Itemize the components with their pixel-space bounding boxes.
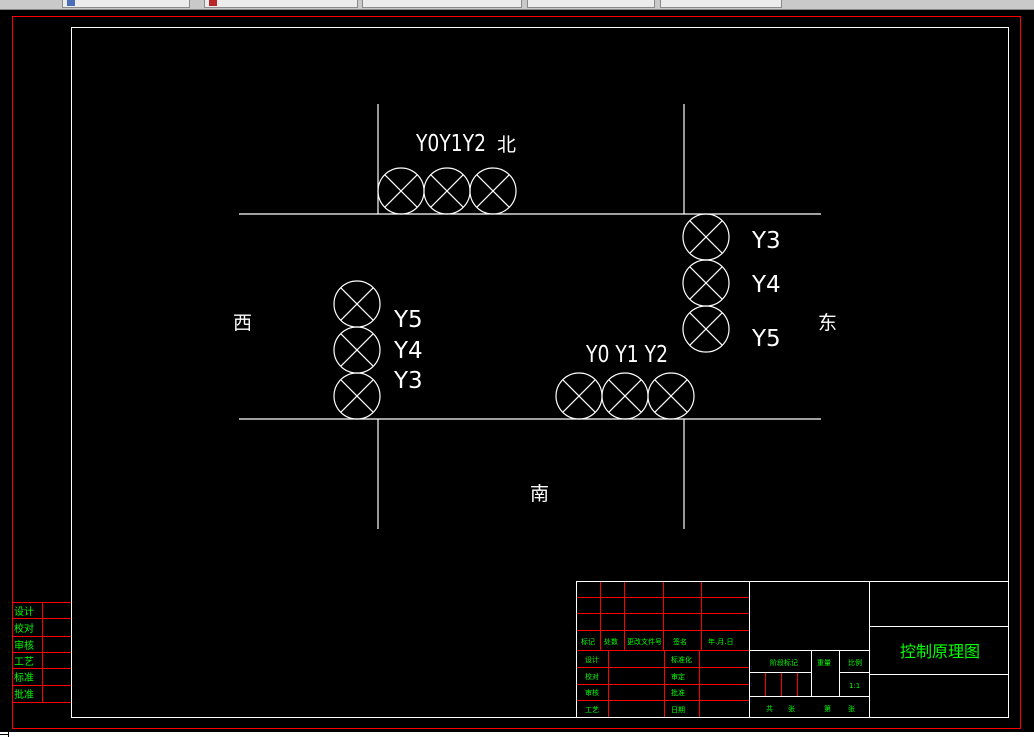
revision-header-file: 更改文件号 [627, 637, 662, 646]
sign-label-check: 校对 [585, 672, 599, 681]
lamp-north-y1 [423, 167, 471, 215]
lamp-north-y2 [469, 167, 517, 215]
stage-label-scale: 比例 [848, 658, 862, 667]
strip-label-design: 设计 [14, 605, 34, 618]
east-direction-label: 东 [818, 312, 837, 334]
revision-header-mark: 标记 [581, 637, 595, 646]
sign-label-standardize: 标准化 [671, 655, 692, 664]
south-group-label: Y0 Y1 Y2 [585, 342, 668, 368]
north-direction-label: 北 [497, 134, 516, 156]
lamp-east-y3 [682, 213, 730, 261]
drawing-frame [71, 27, 1009, 718]
strip-label-approve: 批准 [14, 688, 34, 701]
strip-label-standard: 标准 [14, 672, 34, 684]
document-tab-1[interactable] [62, 0, 190, 8]
west-light-label-1: Y5 [393, 307, 423, 333]
east-light-label-1: Y3 [751, 228, 781, 254]
stage-label-mark: 阶段标记 [770, 658, 798, 667]
sign-label-verify: 审定 [671, 672, 685, 681]
diagram-labels: Y0Y1Y2 北 Y0 Y1 Y2 Y3 Y4 Y5 Y5 Y4 Y3 东 西 … [233, 131, 837, 505]
crosshair-cursor-icon [0, 732, 12, 737]
sheet-border-outer [12, 16, 1021, 729]
command-line-strip [0, 732, 1034, 737]
document-tab-3[interactable] [362, 0, 522, 8]
lamp-south-y2 [647, 372, 695, 420]
sheet-label-number: 第 [824, 704, 831, 713]
sheet-label-total: 共 [766, 704, 773, 713]
strip-label-review: 审核 [14, 639, 34, 652]
north-group-label: Y0Y1Y2 [415, 131, 486, 157]
top-toolbar [0, 0, 1034, 10]
drawing-title: 控制原理图 [900, 642, 980, 661]
document-tab-4[interactable] [527, 0, 655, 8]
document-tab-5[interactable] [660, 0, 782, 8]
title-block: 标记 处数 更改文件号 签名 年.月.日 设计 校对 审核 工艺 标准化 审定 … [576, 581, 1009, 718]
intersection-roads [239, 104, 821, 529]
lamp-west-y3 [333, 372, 381, 420]
west-light-label-3: Y3 [393, 368, 423, 394]
traffic-lights [333, 167, 730, 420]
lamp-west-y4 [333, 326, 381, 374]
sheet-border [12, 16, 1021, 729]
strip-label-check: 校对 [14, 622, 34, 635]
revision-header-count: 处数 [604, 637, 618, 646]
document-tab-2[interactable] [204, 0, 358, 8]
sign-label-design: 设计 [585, 655, 599, 664]
revision-header-date: 年.月.日 [708, 637, 733, 646]
revision-header-sign: 签名 [673, 637, 687, 646]
sheet-label-total-unit: 张 [788, 704, 795, 713]
lamp-north-y0 [377, 167, 425, 215]
sign-label-review: 审核 [585, 688, 599, 697]
south-direction-label: 南 [530, 483, 549, 505]
lamp-south-y0 [555, 372, 603, 420]
sign-label-process: 工艺 [585, 706, 599, 714]
scale-value: 1:1 [849, 682, 860, 690]
sheet-label-number-unit: 张 [848, 704, 855, 713]
lamp-east-y4 [682, 259, 730, 307]
east-light-label-3: Y5 [751, 326, 781, 352]
left-signature-strip: 设计 校对 审核 工艺 标准 批准 [13, 602, 71, 703]
lamp-east-y5 [682, 305, 730, 353]
drawing-canvas: Y0Y1Y2 北 Y0 Y1 Y2 Y3 Y4 Y5 Y5 Y4 Y3 东 西 … [12, 16, 1021, 729]
lamp-west-y5 [333, 280, 381, 328]
stage-label-weight: 重量 [817, 659, 831, 667]
document-icon [67, 0, 75, 6]
east-light-label-2: Y4 [751, 272, 781, 298]
west-light-label-2: Y4 [393, 338, 423, 364]
lamp-south-y1 [601, 372, 649, 420]
strip-label-process: 工艺 [14, 656, 34, 668]
sign-label-date: 日期 [671, 706, 685, 714]
west-direction-label: 西 [233, 312, 252, 334]
sign-label-approve: 批准 [671, 688, 685, 697]
document-icon [209, 0, 217, 6]
